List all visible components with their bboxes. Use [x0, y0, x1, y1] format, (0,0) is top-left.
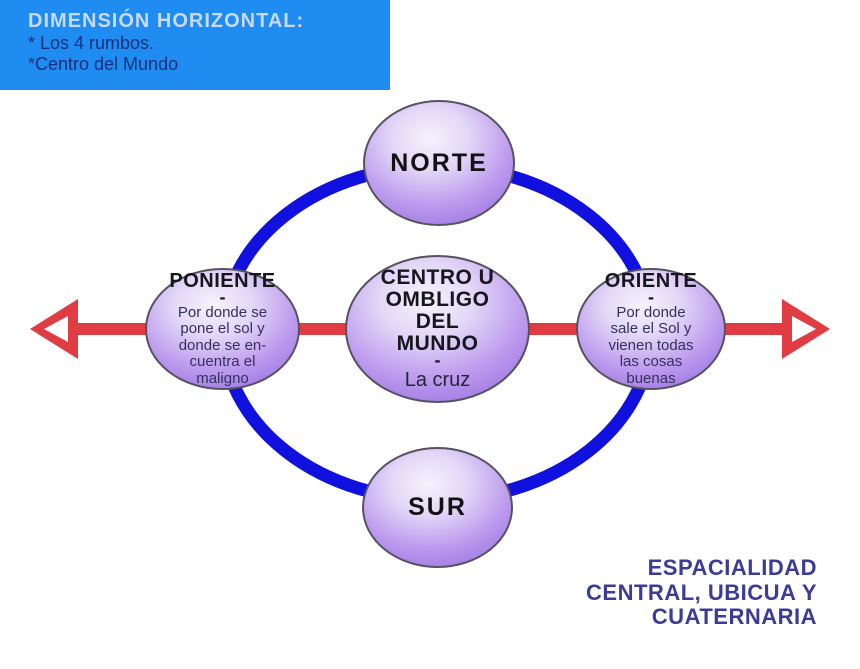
- node-centro-subtitle: La cruz: [404, 368, 471, 391]
- caption-line: CENTRAL, UBICUA Y: [586, 579, 817, 605]
- node-oriente-dash: -: [648, 286, 654, 307]
- caption-line: CUATERNARIA: [651, 604, 817, 629]
- node-poniente-description: Por donde se pone el sol y donde se en- …: [177, 303, 268, 388]
- node-oriente: ORIENTE - Por donde sale el Sol y vienen…: [576, 268, 726, 390]
- node-poniente: PONIENTE - Por donde se pone el sol y do…: [145, 268, 300, 390]
- desc-line: pone el sol y: [180, 320, 265, 338]
- desc-line: buenas: [626, 369, 676, 387]
- node-centro-title: CENTRO U OMBLIGO DEL MUNDO: [380, 265, 495, 355]
- desc-line: maligno: [196, 369, 249, 387]
- title-line: MUNDO: [396, 331, 479, 355]
- desc-line: cuentra el: [189, 353, 256, 371]
- node-centro-dash: -: [434, 349, 441, 370]
- caption-line: ESPACIALIDAD: [647, 555, 817, 580]
- node-sur: SUR: [362, 447, 513, 568]
- right-arrowhead-icon: [782, 299, 830, 359]
- caption: ESPACIALIDAD CENTRAL, UBICUA Y CUATERNAR…: [586, 555, 817, 630]
- desc-line: las cosas: [619, 353, 683, 371]
- node-sur-label: SUR: [408, 493, 467, 521]
- node-norte-label: NORTE: [390, 148, 488, 177]
- desc-line: Por donde se: [177, 303, 268, 321]
- header-callout: DIMENSIÓN HORIZONTAL: * Los 4 rumbos. *C…: [0, 0, 390, 90]
- header-bullet-1: * Los 4 rumbos.: [28, 33, 155, 53]
- node-oriente-title: ORIENTE: [604, 269, 698, 292]
- node-poniente-title: PONIENTE: [169, 269, 276, 292]
- header-bullet-2: *Centro del Mundo: [28, 54, 179, 74]
- desc-line: sale el Sol y: [610, 320, 692, 338]
- left-arrowhead-icon: [30, 299, 78, 359]
- node-oriente-description: Por donde sale el Sol y vienen todas las…: [608, 303, 694, 388]
- node-norte: NORTE: [363, 100, 515, 226]
- node-centro: CENTRO U OMBLIGO DEL MUNDO - La cruz: [345, 255, 530, 403]
- desc-line: donde se en-: [178, 336, 267, 354]
- desc-line: vienen todas: [608, 336, 694, 354]
- title-line: DEL: [415, 309, 460, 333]
- desc-line: Por donde: [616, 303, 686, 321]
- header-title: DIMENSIÓN HORIZONTAL:: [28, 10, 305, 32]
- title-line: CENTRO U: [380, 265, 495, 289]
- title-line: OMBLIGO: [385, 287, 490, 311]
- node-poniente-dash: -: [219, 286, 226, 307]
